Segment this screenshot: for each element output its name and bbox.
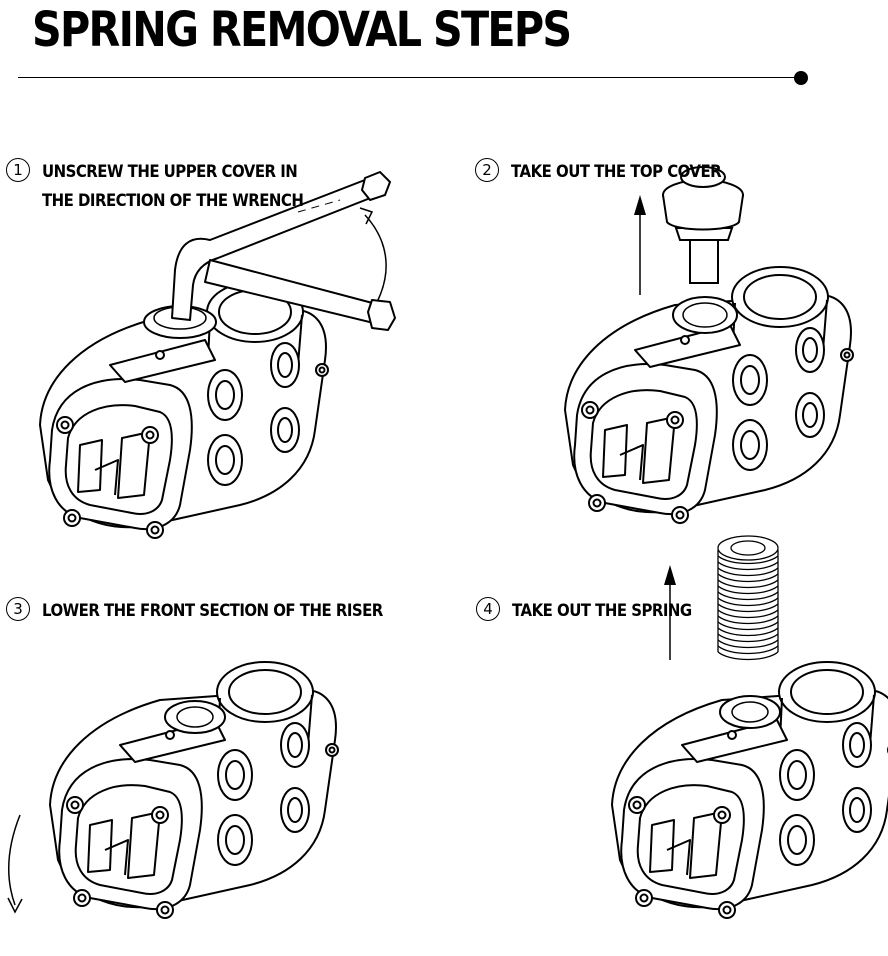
step-caption: TAKE OUT THE SPRING <box>512 601 692 621</box>
step-line: THE DIRECTION OF THE WRENCH <box>42 191 304 211</box>
step-caption: UNSCREW THE UPPER COVER IN THE DIRECTION… <box>42 158 304 216</box>
step-number: 3 <box>6 597 30 621</box>
divider-dot <box>794 71 808 85</box>
page-title: SPRING REMOVAL STEPS <box>32 2 572 58</box>
step-2: 2 TAKE OUT THE TOP COVER <box>475 158 750 187</box>
step-number: 4 <box>476 597 500 621</box>
spring <box>717 535 779 661</box>
top-cover <box>662 166 744 284</box>
step-3: 3 LOWER THE FRONT SECTION OF THE RISER <box>6 597 429 626</box>
step-number: 2 <box>475 158 499 182</box>
step-caption: LOWER THE FRONT SECTION OF THE RISER <box>42 601 383 621</box>
step-caption: TAKE OUT THE TOP COVER <box>511 162 722 182</box>
wrench <box>171 171 396 331</box>
step-number: 1 <box>6 158 30 182</box>
step-4: 4 TAKE OUT THE SPRING <box>476 597 716 626</box>
step-1: 1 UNSCREW THE UPPER COVER IN THE DIRECTI… <box>6 158 339 216</box>
step-line: UNSCREW THE UPPER COVER IN <box>42 162 298 182</box>
title-divider <box>18 77 800 78</box>
